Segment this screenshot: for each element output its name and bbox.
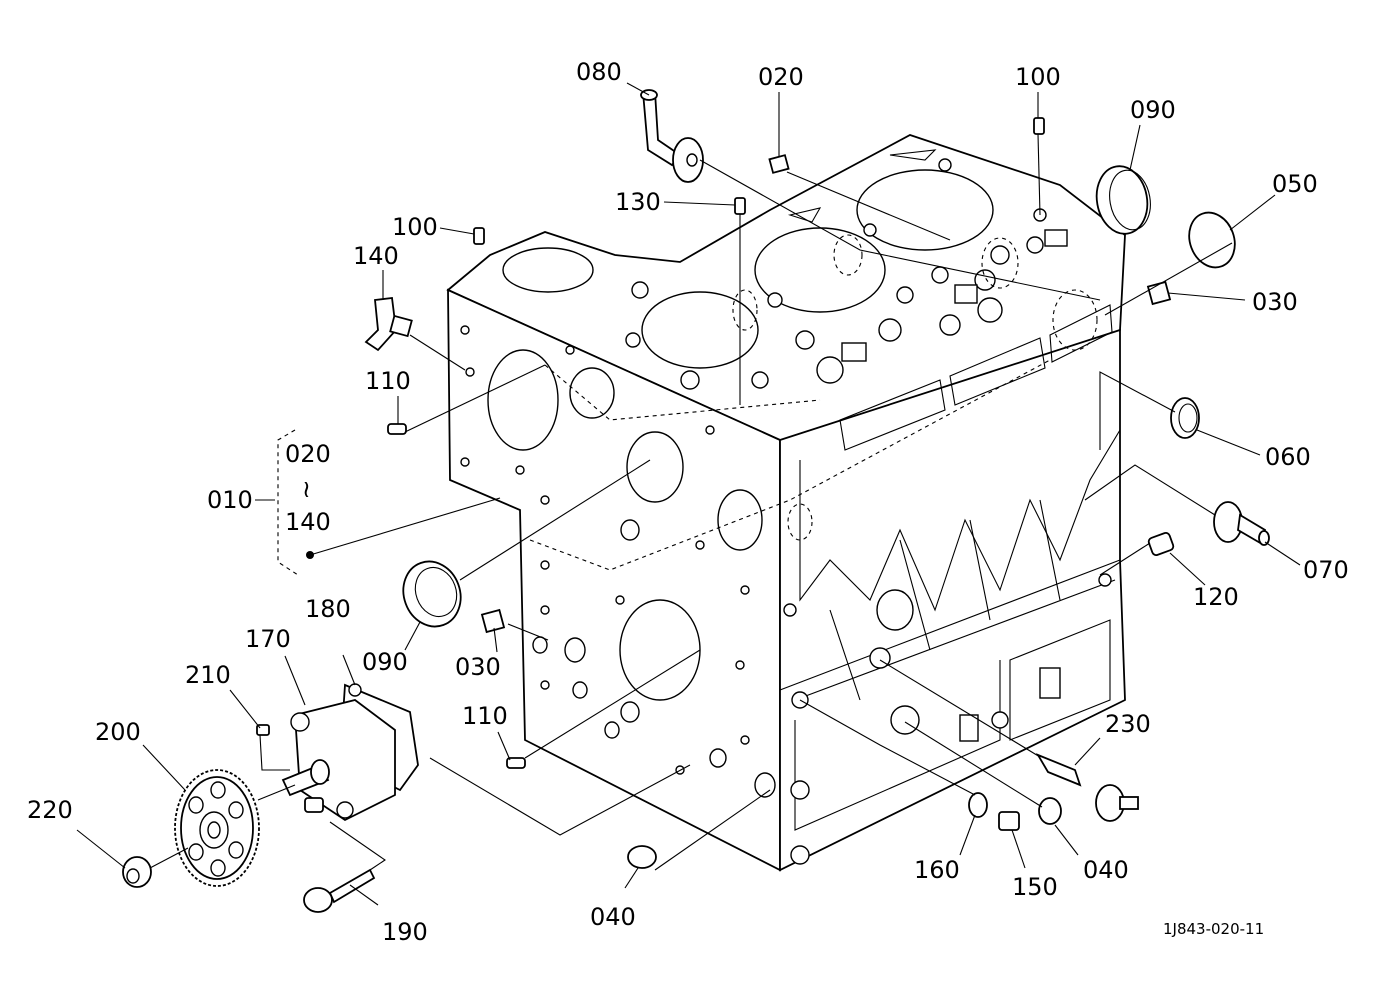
label-220: 220 [27, 796, 73, 824]
label-060: 060 [1265, 443, 1311, 471]
seal-part-090-left [402, 560, 462, 628]
plug-part-030-right [1146, 280, 1172, 306]
plug-part-040-bottom [627, 845, 657, 869]
group-pointer-dot [306, 551, 314, 559]
label-150: 150 [1012, 873, 1058, 901]
pin-part-110-left [387, 423, 407, 435]
label-050: 050 [1272, 170, 1318, 198]
gear-part-200 [174, 769, 260, 887]
sensor-part-230 [1035, 753, 1139, 822]
fitting-part-070 [1213, 501, 1270, 546]
plug-part-040-right [1038, 797, 1062, 825]
label-070: 070 [1303, 556, 1349, 584]
label-200: 200 [95, 718, 141, 746]
elbow-part-140 [364, 297, 413, 352]
label-100-left: 100 [392, 213, 438, 241]
pin-part-120 [1147, 532, 1175, 556]
label-090-left: 090 [362, 648, 408, 676]
part-labels: 080 020 100 090 050 130 100 140 030 110 … [27, 58, 1349, 946]
figure-code: 1J843-020-11 [1163, 920, 1264, 938]
cylinder-block [446, 134, 1126, 872]
label-080: 080 [576, 58, 622, 86]
label-230: 230 [1105, 710, 1151, 738]
pin-part-110-mid [506, 757, 526, 769]
plug-part-020 [768, 154, 790, 174]
label-210: 210 [185, 661, 231, 689]
pin-part-130 [734, 197, 746, 215]
seal-part-060 [1170, 397, 1200, 439]
label-010: 010 [207, 486, 253, 514]
bolt-part-150 [998, 811, 1020, 831]
bolt-part-190 [303, 868, 376, 913]
label-110-left: 110 [365, 367, 411, 395]
label-170: 170 [245, 625, 291, 653]
label-group-tilde: ≀ [302, 475, 311, 503]
nut-part-220 [122, 856, 152, 888]
oil-pump-part-170 [281, 683, 419, 822]
pin-part-100-top [1033, 117, 1045, 135]
label-030-right: 030 [1252, 288, 1298, 316]
label-120: 120 [1193, 583, 1239, 611]
label-020-group: 020 [285, 440, 331, 468]
plate-part-050 [1188, 211, 1236, 269]
pin-part-100-left [473, 227, 485, 245]
label-140-group: 140 [285, 508, 331, 536]
label-190: 190 [382, 918, 428, 946]
leader-lines [76, 82, 1301, 906]
label-110-mid: 110 [462, 702, 508, 730]
breather-pipe-part-080 [640, 89, 704, 183]
label-090-top: 090 [1130, 96, 1176, 124]
cap-part-090-top [1095, 165, 1151, 235]
washer-part-160 [968, 792, 988, 818]
label-030-mid: 030 [455, 653, 501, 681]
label-100-top: 100 [1015, 63, 1061, 91]
label-160: 160 [914, 856, 960, 884]
label-180: 180 [305, 595, 351, 623]
label-140-left: 140 [353, 242, 399, 270]
label-130: 130 [615, 188, 661, 216]
label-020-top: 020 [758, 63, 804, 91]
label-040-right: 040 [1083, 856, 1129, 884]
label-040-bottom: 040 [590, 903, 636, 931]
plug-part-030-mid [480, 608, 506, 634]
